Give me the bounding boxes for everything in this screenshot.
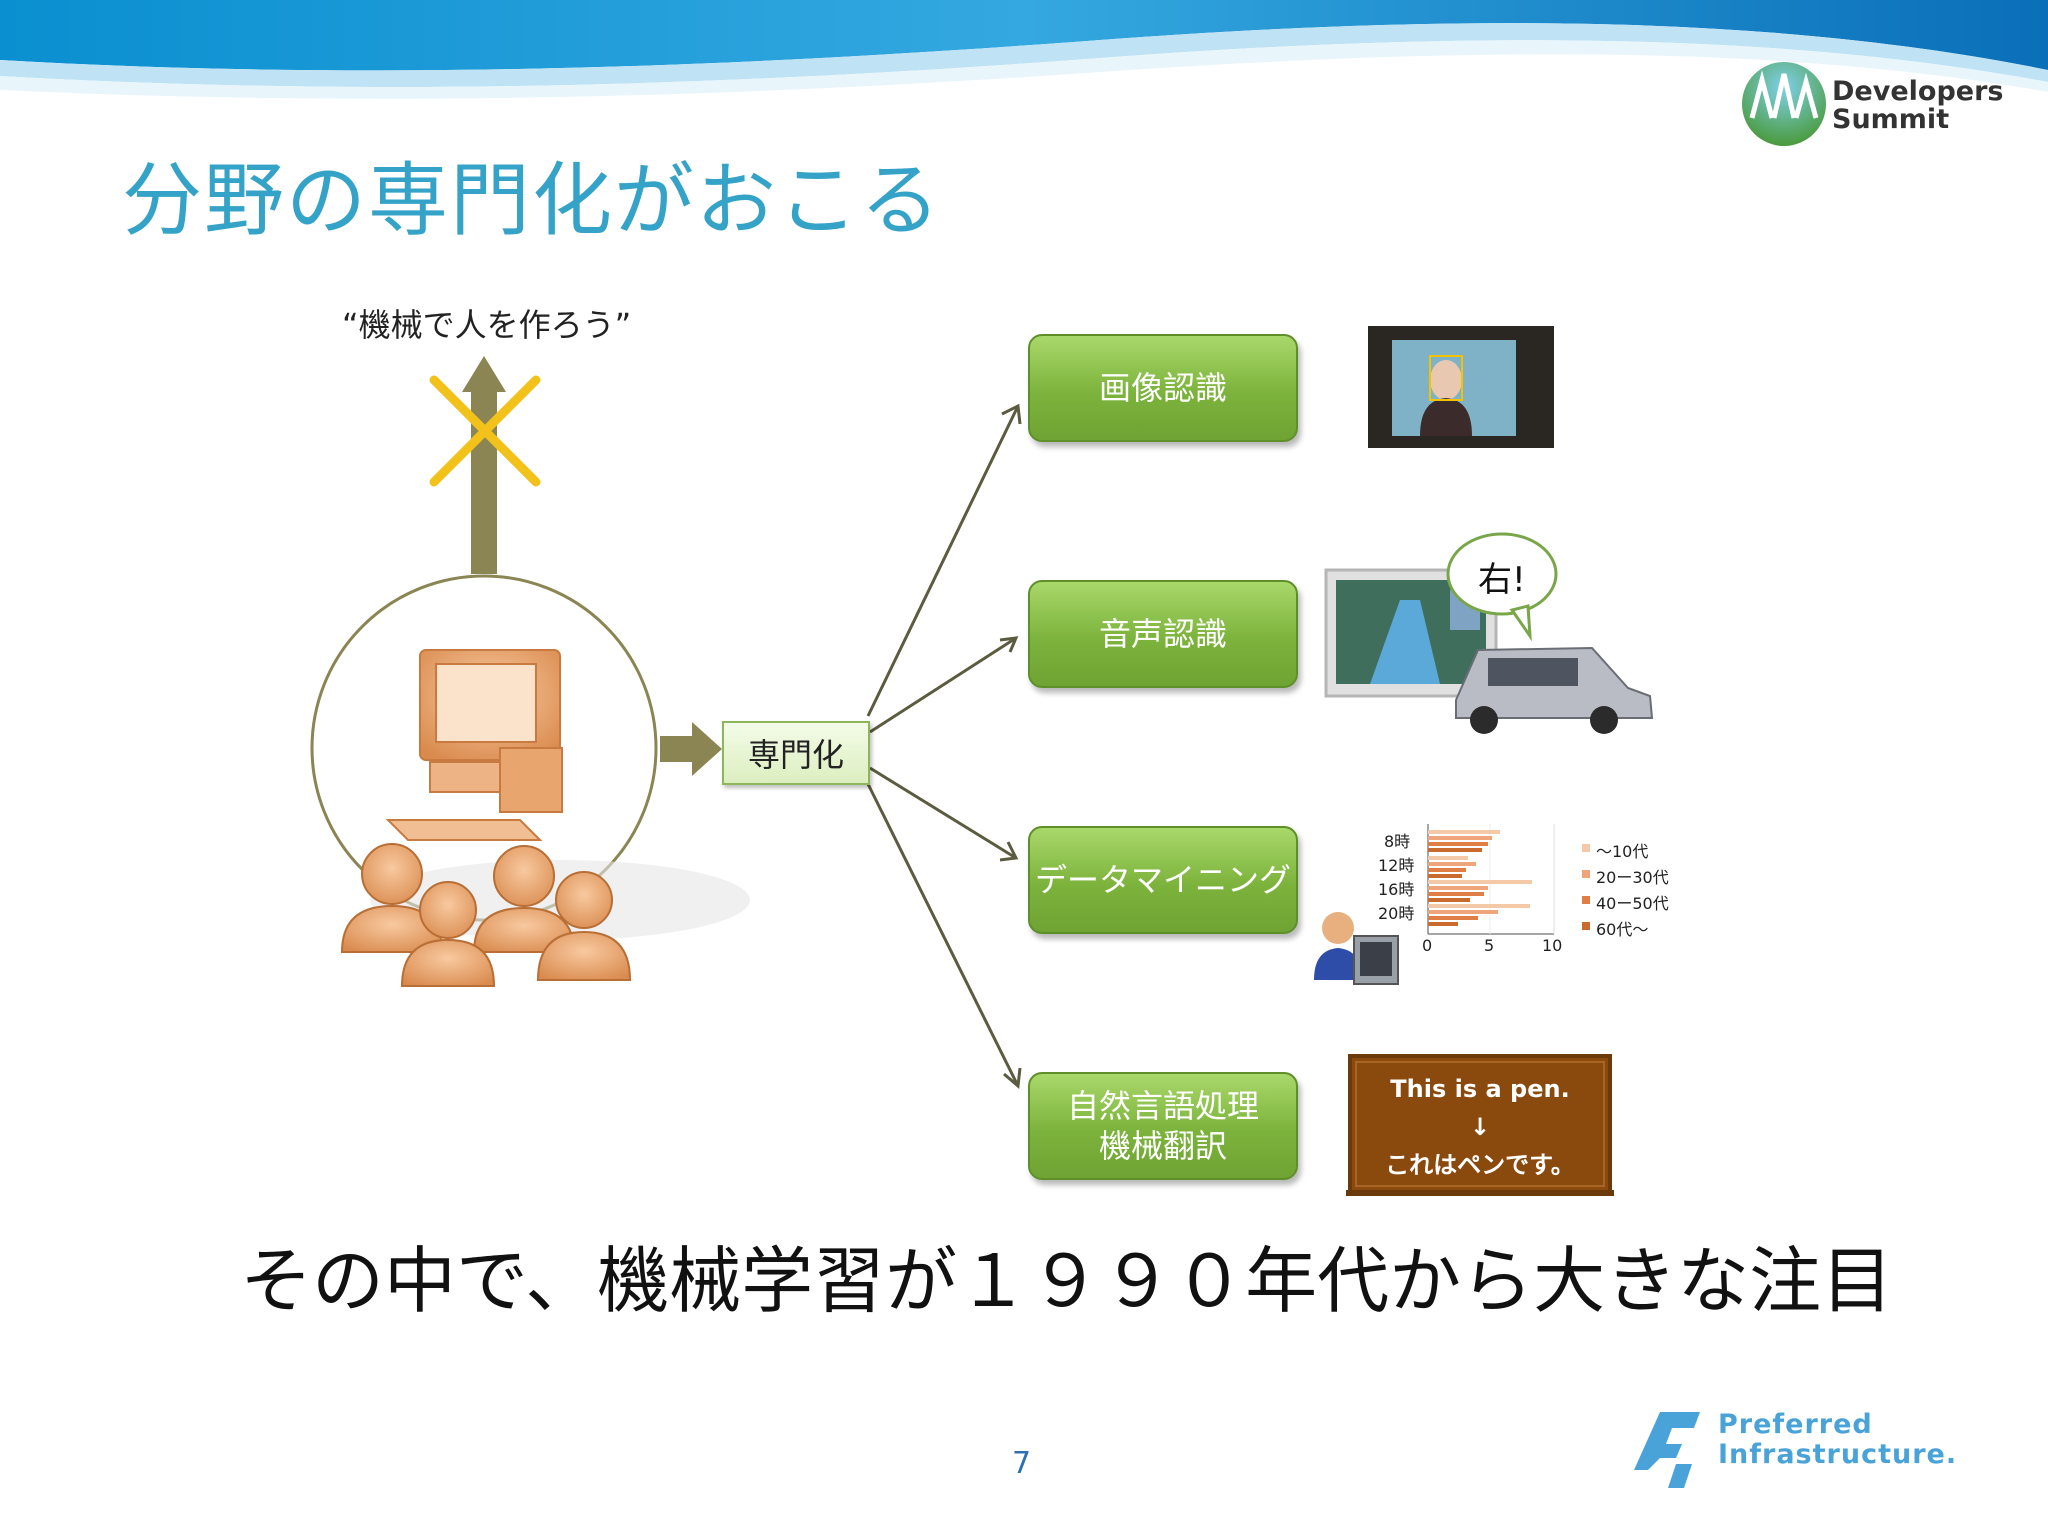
chart-y-label: 8時 (1384, 832, 1411, 851)
branch-label: 画像認識 (1098, 369, 1227, 407)
chart-y-label: 12時 (1378, 856, 1415, 875)
developers-summit-line1: Developers (1832, 76, 2004, 107)
blackboard-icon (1346, 1054, 1614, 1196)
chart-x-tick: 5 (1484, 936, 1495, 955)
branch-speech-recognition: 音声認識 (1028, 580, 1298, 688)
blackboard-line2: これはペンです。 (1385, 1151, 1575, 1179)
pfi-logo-text: Preferred Infrastructure. (1718, 1410, 1957, 1470)
pfi-logo-line2: Infrastructure. (1718, 1439, 1958, 1470)
speech-bubble-text: 右! (1478, 560, 1526, 600)
page-number: 7 (1012, 1446, 1032, 1481)
blackboard-line1: This is a pen. (1390, 1075, 1570, 1103)
chart-y-label: 20時 (1378, 904, 1415, 923)
rejected-goal-arrow (462, 356, 506, 574)
mini-bar-chart (1427, 824, 1590, 935)
branch-data-mining: データマイニング (1028, 826, 1298, 934)
chart-x-tick: 0 (1422, 936, 1433, 955)
pfi-logo-icon (1634, 1412, 1700, 1488)
chart-x-tick: 10 (1542, 936, 1563, 955)
slide-caption: その中で、機械学習が１９９０年代から大きな注目 (240, 1239, 1894, 1323)
blackboard-text: This is a pen. ↓ これはペンです。 (1350, 1070, 1610, 1184)
blackboard-arrow: ↓ (1469, 1113, 1491, 1141)
computer-icon (385, 649, 563, 841)
face-detection-photo-icon (1368, 326, 1554, 448)
chart-y-label: 16時 (1378, 880, 1415, 899)
branch-label: 音声認識 (1098, 615, 1227, 653)
chart-legend-item: 40ー50代 (1596, 894, 1669, 913)
branch-label-line2: 機械翻訳 (1098, 1127, 1227, 1165)
developers-summit-logo-icon (1742, 62, 1826, 146)
goal-quote: “機械で人を作ろう” (342, 306, 632, 344)
developers-summit-line2: Summit (1832, 104, 1950, 135)
analyst-at-computer-icon (1314, 912, 1399, 985)
branch-nlp-translation: 自然言語処理 機械翻訳 (1028, 1072, 1298, 1180)
cross-mark-icon (429, 375, 541, 487)
speech-bubble (1446, 532, 1558, 642)
pfi-logo-line1: Preferred (1718, 1409, 1873, 1440)
chart-legend-item: 20ー30代 (1596, 868, 1669, 887)
slide-title: 分野の専門化がおこる (122, 154, 942, 247)
to-specialization-arrow (660, 722, 722, 776)
chart-legend-item: 〜10代 (1596, 842, 1649, 861)
people-group-icon (340, 843, 632, 987)
top-wave-banner (0, 0, 2048, 99)
branch-label-line1: 自然言語処理 (1066, 1087, 1259, 1125)
car-icon (1455, 646, 1654, 734)
branch-label: データマイニング (1034, 861, 1291, 899)
branch-image-recognition: 画像認識 (1028, 334, 1298, 442)
branch-arrows (866, 403, 1022, 1089)
chart-legend-item: 60代〜 (1596, 920, 1649, 939)
developers-summit-logo-text: Developers Summit (1832, 78, 2003, 134)
specialization-box: 専門化 (722, 721, 870, 785)
